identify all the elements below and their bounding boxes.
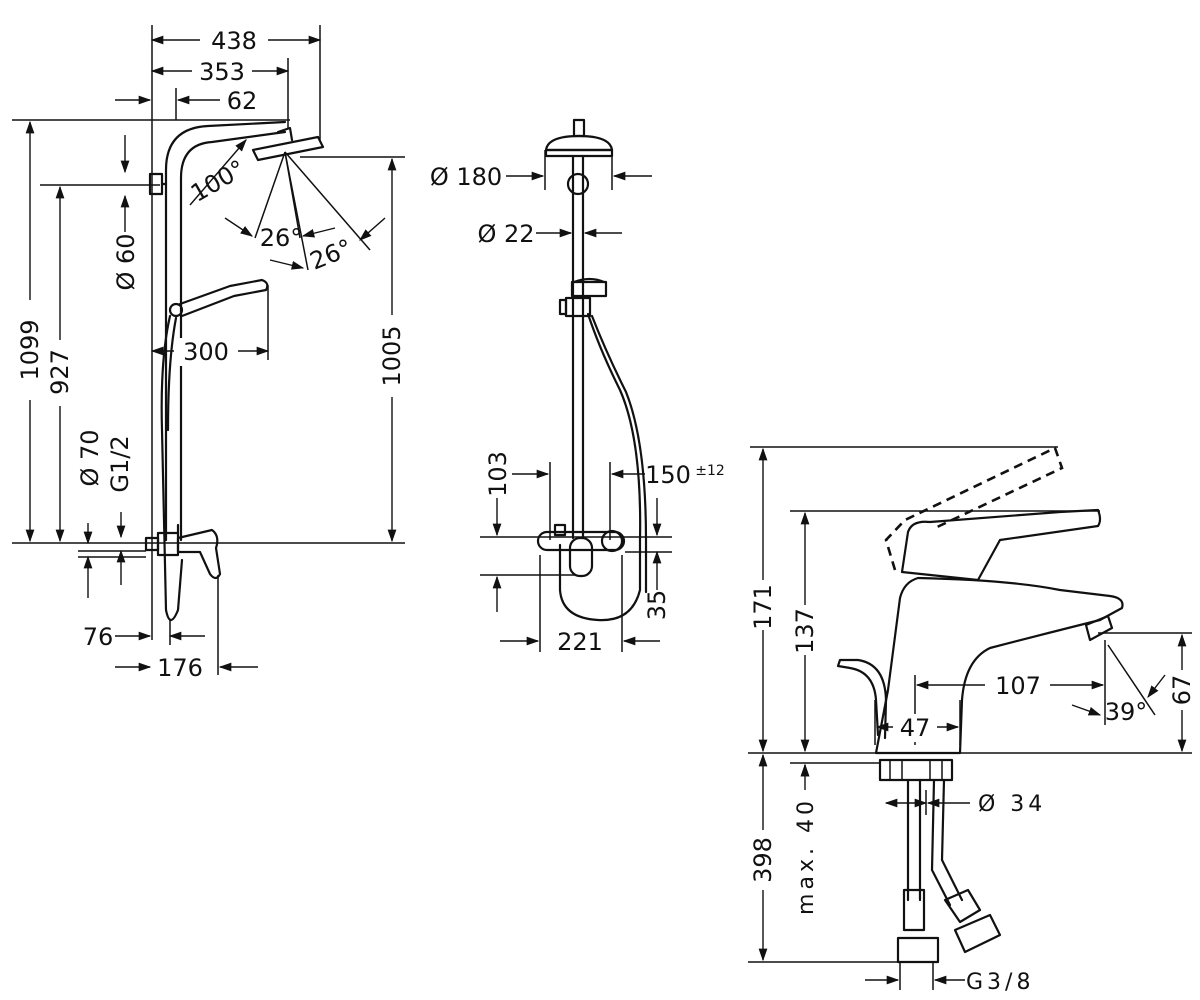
dim-171: 171 — [749, 584, 777, 630]
dim-angle-26-a: 26° — [260, 224, 303, 252]
dim-tolerance: ±12 — [695, 463, 725, 479]
dim-1099: 1099 — [16, 319, 44, 380]
shower-side-view — [12, 25, 405, 675]
dim-inlet-diameter: Ø 70 — [76, 429, 104, 486]
dim-pipe-diameter: Ø 60 — [112, 233, 140, 290]
faucet-dimensions — [748, 447, 1197, 985]
shower-front-labels: Ø 180 Ø 22 103 150 ±12 221 35 — [430, 163, 725, 656]
dim-g38: G3/8 — [966, 970, 1034, 995]
dim-137: 137 — [791, 608, 819, 654]
shower-side-dimensions — [14, 26, 406, 672]
dim-47: 47 — [900, 714, 931, 742]
dim-150: 150 — [645, 461, 691, 489]
dim-398: 398 — [749, 837, 777, 883]
dim-221: 221 — [557, 628, 603, 656]
dim-353: 353 — [199, 58, 245, 86]
dim-62: 62 — [227, 87, 258, 115]
dim-max-40: max. 40 — [794, 797, 819, 915]
dim-angle-26-b: 26° — [306, 234, 356, 276]
faucet-view — [748, 446, 1192, 990]
dim-angle-100: 100° — [186, 154, 250, 207]
dim-head-diameter: Ø 180 — [430, 163, 502, 191]
dim-tail-diameter: Ø 34 — [978, 792, 1046, 817]
shower-front-view — [480, 118, 672, 652]
dim-176: 176 — [157, 654, 203, 682]
shower-front-dimensions — [492, 171, 672, 646]
dim-927: 927 — [46, 349, 74, 395]
dim-67: 67 — [1168, 675, 1196, 706]
dim-35: 35 — [643, 590, 671, 621]
dim-107: 107 — [995, 672, 1041, 700]
dim-438: 438 — [211, 27, 257, 55]
dim-1005: 1005 — [378, 325, 406, 386]
dim-300: 300 — [183, 338, 229, 366]
dim-angle-39: 39° — [1105, 698, 1148, 726]
faucet-labels: 171 137 107 47 67 39° Ø 34 398 max. 40 G… — [749, 584, 1196, 995]
dim-103: 103 — [484, 451, 512, 497]
dim-rail-diameter: Ø 22 — [477, 220, 534, 248]
dim-thread: G1/2 — [106, 435, 134, 492]
dim-76: 76 — [83, 623, 114, 651]
